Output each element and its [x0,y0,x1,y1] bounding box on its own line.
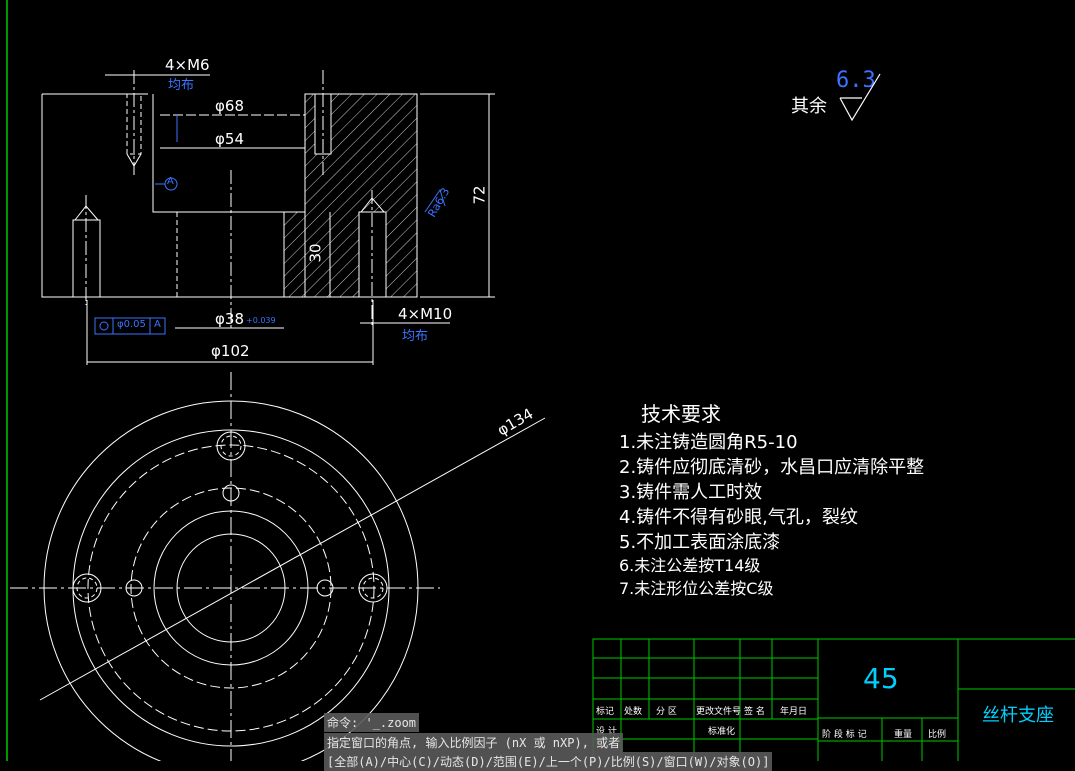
tb-header-date: 年月日 [780,707,808,717]
tech-item-5: 5.不加工表面涂底漆 [619,532,781,553]
top-view [10,372,546,761]
dim-height-72: 72 [470,185,489,205]
dim-4xm6: 4×M6 [165,56,210,74]
tb-label-stage: 阶 段 标 记 [822,730,867,740]
title-block-material: 45 [863,662,899,695]
roughness-value: 6.3 [836,68,876,93]
tb-row-design: 设 计 [596,727,617,737]
tech-requirements-title: 技术要求 [641,402,721,426]
title-block [592,638,1075,761]
title-block-part-name: 丝杆支座 [982,705,1054,726]
tb-header-sign: 签 名 [744,707,765,717]
tb-header-change-doc: 更改文件号 [696,707,742,717]
command-options-line[interactable]: [全部(A)/中心(C)/动态(D)/范围(E)/上一个(P)/比例(S)/窗口… [324,752,773,771]
roughness-label: 其余 [791,96,827,117]
gdt-datum-ref: A [154,319,161,330]
tech-item-7: 7.未注形位公差按C级 [619,579,774,598]
command-history-line-2: 指定窗口的角点, 输入比例因子 (nX 或 nXP), 或者 [324,733,624,752]
tb-header-count: 处数 [624,707,643,717]
tb-label-scale: 比例 [928,730,947,740]
dim-phi102: φ102 [211,342,250,360]
tb-header-zone: 分 区 [656,707,677,717]
dim-4xm10: 4×M10 [398,305,453,323]
tech-item-4: 4.铸件不得有砂眼,气孔，裂纹 [619,507,858,528]
tech-item-3: 3.铸件需人工时效 [619,482,763,503]
tb-label-weight: 重量 [894,730,913,740]
gdt-annotations [94,115,446,335]
dim-4xm10-note: 均布 [402,329,429,344]
gdt-tolerance: φ0.05 [117,319,146,330]
dim-4xm6-note: 均布 [168,78,195,93]
tb-header-mark: 标记 [596,707,615,717]
section-view [41,70,495,365]
dim-height-30: 30 [306,243,325,263]
tech-item-2: 2.铸件应彻底清砂，水昌口应清除平整 [619,457,925,478]
roughness-symbol-icon [839,73,881,122]
tb-row-standardization: 标准化 [708,727,736,737]
dim-phi68: φ68 [215,97,244,115]
tech-item-6: 6.未注公差按T14级 [619,556,761,575]
tech-item-1: 1.未注铸造圆角R5-10 [619,432,798,453]
datum-a-label: A [167,176,174,187]
dim-phi54: φ54 [215,130,244,148]
dim-phi38: φ38 [215,310,244,328]
command-history-line-1: 命令: '_.zoom [324,713,420,732]
dim-phi38-tolerance: +0.039 [246,316,276,325]
